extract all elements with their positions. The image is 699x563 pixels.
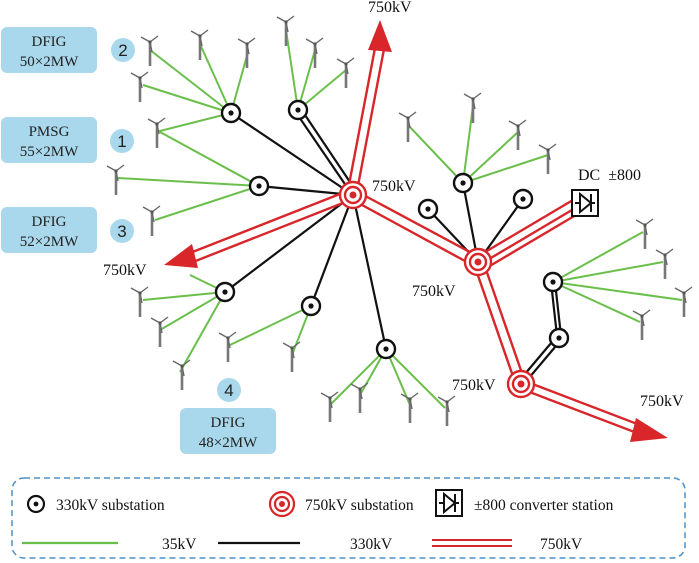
label-750kv-hub-main: 750kV <box>372 178 416 195</box>
substations-750kv <box>338 180 536 399</box>
label-750kv-top: 750kV <box>368 0 412 16</box>
substation-330kv <box>417 198 439 220</box>
svg-text:52×2MW: 52×2MW <box>20 234 79 250</box>
svg-text:PMSG: PMSG <box>29 124 70 140</box>
legend-label-330kv: 330kV <box>350 536 393 553</box>
legend-label-750kv: 750kV <box>540 536 583 553</box>
legend-330kv-substation-icon <box>26 494 46 514</box>
substations-330kv <box>214 99 570 360</box>
substation-330kv <box>375 338 397 360</box>
legend-label-35kv: 35kV <box>162 536 197 553</box>
svg-text:4: 4 <box>224 381 233 400</box>
substation-750kv-main <box>338 180 368 210</box>
svg-text:DFIG: DFIG <box>210 415 245 431</box>
converter-station-icon <box>571 189 599 217</box>
arrow-left-750kv <box>164 244 198 268</box>
lines-35kv <box>117 29 683 409</box>
legend-line-750kv <box>432 539 512 547</box>
label-750kv-right: 750kV <box>640 393 684 410</box>
substation-330kv <box>248 175 270 197</box>
substation-330kv <box>548 327 570 349</box>
substation-330kv <box>220 102 242 124</box>
legend: 330kV substation 750kV substation ±800 c… <box>11 477 686 559</box>
legend-label-750kv-substation: 750kV substation <box>305 497 414 514</box>
svg-text:DFIG: DFIG <box>31 214 66 230</box>
svg-text:DFIG: DFIG <box>31 34 66 50</box>
group-box-pmsg-1: PMSG 55×2MW 1 <box>1 117 134 163</box>
legend-label-converter: ±800 converter station <box>474 497 614 514</box>
wind-turbine-icons <box>105 14 694 428</box>
label-750kv-hub-east: 750kV <box>412 283 456 300</box>
dc-label: DC ±800 <box>578 167 641 184</box>
svg-text:2: 2 <box>118 41 127 60</box>
substation-330kv <box>287 99 309 121</box>
svg-text:50×2MW: 50×2MW <box>20 54 79 70</box>
svg-text:55×2MW: 55×2MW <box>20 144 79 160</box>
group-box-dfig-4: 4 DFIG 48×2MW <box>180 378 276 454</box>
substation-330kv <box>214 281 236 303</box>
svg-text:48×2MW: 48×2MW <box>199 435 258 451</box>
svg-text:3: 3 <box>117 222 126 241</box>
label-750kv-hub-south: 750kV <box>452 377 496 394</box>
arrow-up-750kv <box>368 20 392 52</box>
arrow-heads-750kv <box>164 20 668 442</box>
legend-label-330kv-substation: 330kV substation <box>56 497 165 514</box>
group-box-dfig-3: DFIG 52×2MW 3 <box>1 207 134 253</box>
substation-750kv-south <box>506 369 536 399</box>
group-box-dfig-2: DFIG 50×2MW 2 <box>1 27 135 73</box>
svg-text:1: 1 <box>117 132 126 151</box>
arrow-right-750kv <box>630 418 668 442</box>
substation-330kv <box>512 188 534 210</box>
substation-750kv-east <box>463 247 493 277</box>
substation-330kv <box>542 271 564 293</box>
label-750kv-left: 750kV <box>103 262 147 279</box>
substation-330kv <box>452 172 474 194</box>
legend-converter-icon <box>435 489 463 517</box>
substation-330kv <box>300 295 322 317</box>
legend-750kv-substation-icon <box>268 490 296 518</box>
lines-750kv <box>189 47 641 435</box>
